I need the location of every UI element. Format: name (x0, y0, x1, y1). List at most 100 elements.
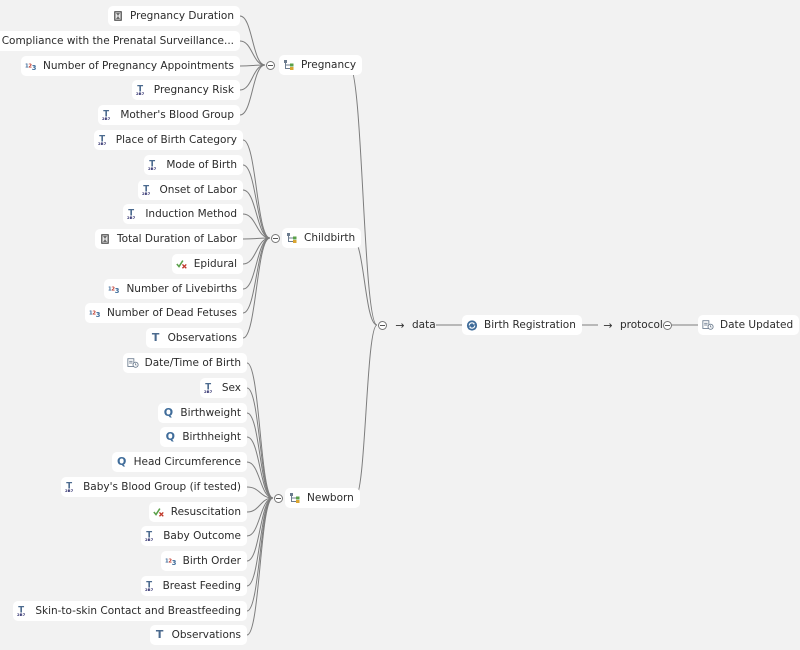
leaf-childbirth-item[interactable]: Total Duration of Labor (95, 229, 243, 249)
leaf-newborn-item-label: Birthweight (180, 407, 241, 419)
duration-icon (112, 10, 124, 22)
svg-text:2B7: 2B7 (204, 389, 213, 394)
collapse-toggle-data[interactable] (377, 320, 387, 330)
leaf-childbirth-item-label: Induction Method (145, 208, 237, 220)
arrow-right-icon: → (603, 318, 613, 332)
svg-text:1: 1 (108, 287, 112, 293)
leaf-newborn-item[interactable]: Resuscitation (148, 502, 247, 522)
svg-text:T: T (99, 135, 105, 145)
connector-newborn-item (246, 362, 274, 499)
leaf-pregnancy-item-label: Number of Pregnancy Appointments (43, 60, 234, 72)
leaf-newborn-item-label: Baby's Blood Group (if tested) (83, 481, 241, 493)
leaf-childbirth-item[interactable]: Epidural (171, 254, 243, 274)
connector-newborn-item (246, 436, 274, 499)
quantity-icon: Q (165, 430, 175, 443)
arrow-right-icon: → (395, 318, 405, 332)
svg-text:1: 1 (25, 64, 29, 70)
connector-newborn-item (246, 497, 274, 636)
svg-text:2B7: 2B7 (142, 191, 151, 196)
leaf-newborn-item-label: Resuscitation (170, 506, 241, 518)
collapse-toggle-protocol[interactable] (662, 320, 672, 330)
svg-text:2B7: 2B7 (145, 537, 154, 542)
protocol-node[interactable]: →protocol (598, 315, 667, 335)
collapse-toggle-pregnancy[interactable] (265, 60, 275, 70)
connector-childbirth-item (242, 237, 271, 314)
leaf-newborn-item[interactable]: Q Birthweight (158, 403, 247, 423)
quantity-icon: Q (163, 406, 174, 419)
group-newborn[interactable]: Newborn (285, 488, 360, 508)
connector-childbirth (351, 237, 378, 326)
connector-childbirth-item (242, 139, 271, 239)
text-icon: T (155, 628, 164, 641)
svg-text:T: T (66, 482, 72, 492)
leaf-newborn-item-label: Head Circumference (133, 456, 241, 468)
svg-text:3: 3 (171, 559, 176, 567)
leaf-pregnancy-item[interactable]: Compliance with the Prenatal Surveillanc… (0, 31, 240, 51)
svg-text:2B7: 2B7 (17, 612, 26, 617)
connector-pregnancy-item (239, 40, 266, 66)
connector-pregnancy (348, 64, 378, 326)
leaf-protocol-item[interactable]: Date Updated (698, 315, 800, 335)
group-childbirth-label: Childbirth (304, 232, 356, 244)
connector-childbirth-item (242, 164, 271, 239)
root-node-birth-registration[interactable]: Birth Registration (462, 315, 582, 335)
svg-text:2B7: 2B7 (148, 166, 157, 171)
svg-text:3: 3 (32, 64, 37, 72)
svg-text:2B7: 2B7 (145, 587, 154, 592)
leaf-newborn-item-label: Birth Order (182, 555, 241, 567)
svg-text:2: 2 (112, 287, 116, 293)
connector-childbirth-item (242, 189, 271, 239)
group-childbirth[interactable]: Childbirth (282, 228, 362, 248)
cluster-icon (286, 232, 298, 244)
group-pregnancy[interactable]: Pregnancy (279, 55, 363, 75)
date-time-icon (127, 357, 139, 369)
leaf-childbirth-item-label: Observations (167, 332, 237, 344)
svg-text:2B7: 2B7 (65, 488, 74, 493)
connector-pregnancy-item (239, 15, 266, 66)
svg-text:2B7: 2B7 (127, 215, 136, 220)
connector-pregnancy-item (239, 64, 266, 116)
data-node-label: data (412, 319, 436, 331)
svg-text:T: T (143, 185, 149, 195)
leaf-newborn-item[interactable]: Date/Time of Birth (122, 353, 247, 373)
collapse-toggle-childbirth[interactable] (270, 233, 280, 243)
leaf-childbirth-item-label: Onset of Labor (159, 184, 237, 196)
leaf-childbirth-item-label: Place of Birth Category (115, 134, 237, 146)
collapse-toggle-newborn[interactable] (273, 493, 283, 503)
leaf-newborn-item-label: Breast Feeding (162, 580, 241, 592)
svg-text:T: T (104, 110, 110, 120)
archetype-cycle-icon (466, 319, 478, 331)
svg-text:1: 1 (165, 559, 169, 565)
leaf-pregnancy-item[interactable]: Pregnancy Duration (107, 6, 240, 26)
data-node[interactable]: → data (390, 315, 440, 335)
leaf-protocol-item-label: Date Updated (720, 319, 794, 331)
svg-text:3: 3 (115, 287, 120, 295)
svg-text:2: 2 (92, 311, 96, 317)
